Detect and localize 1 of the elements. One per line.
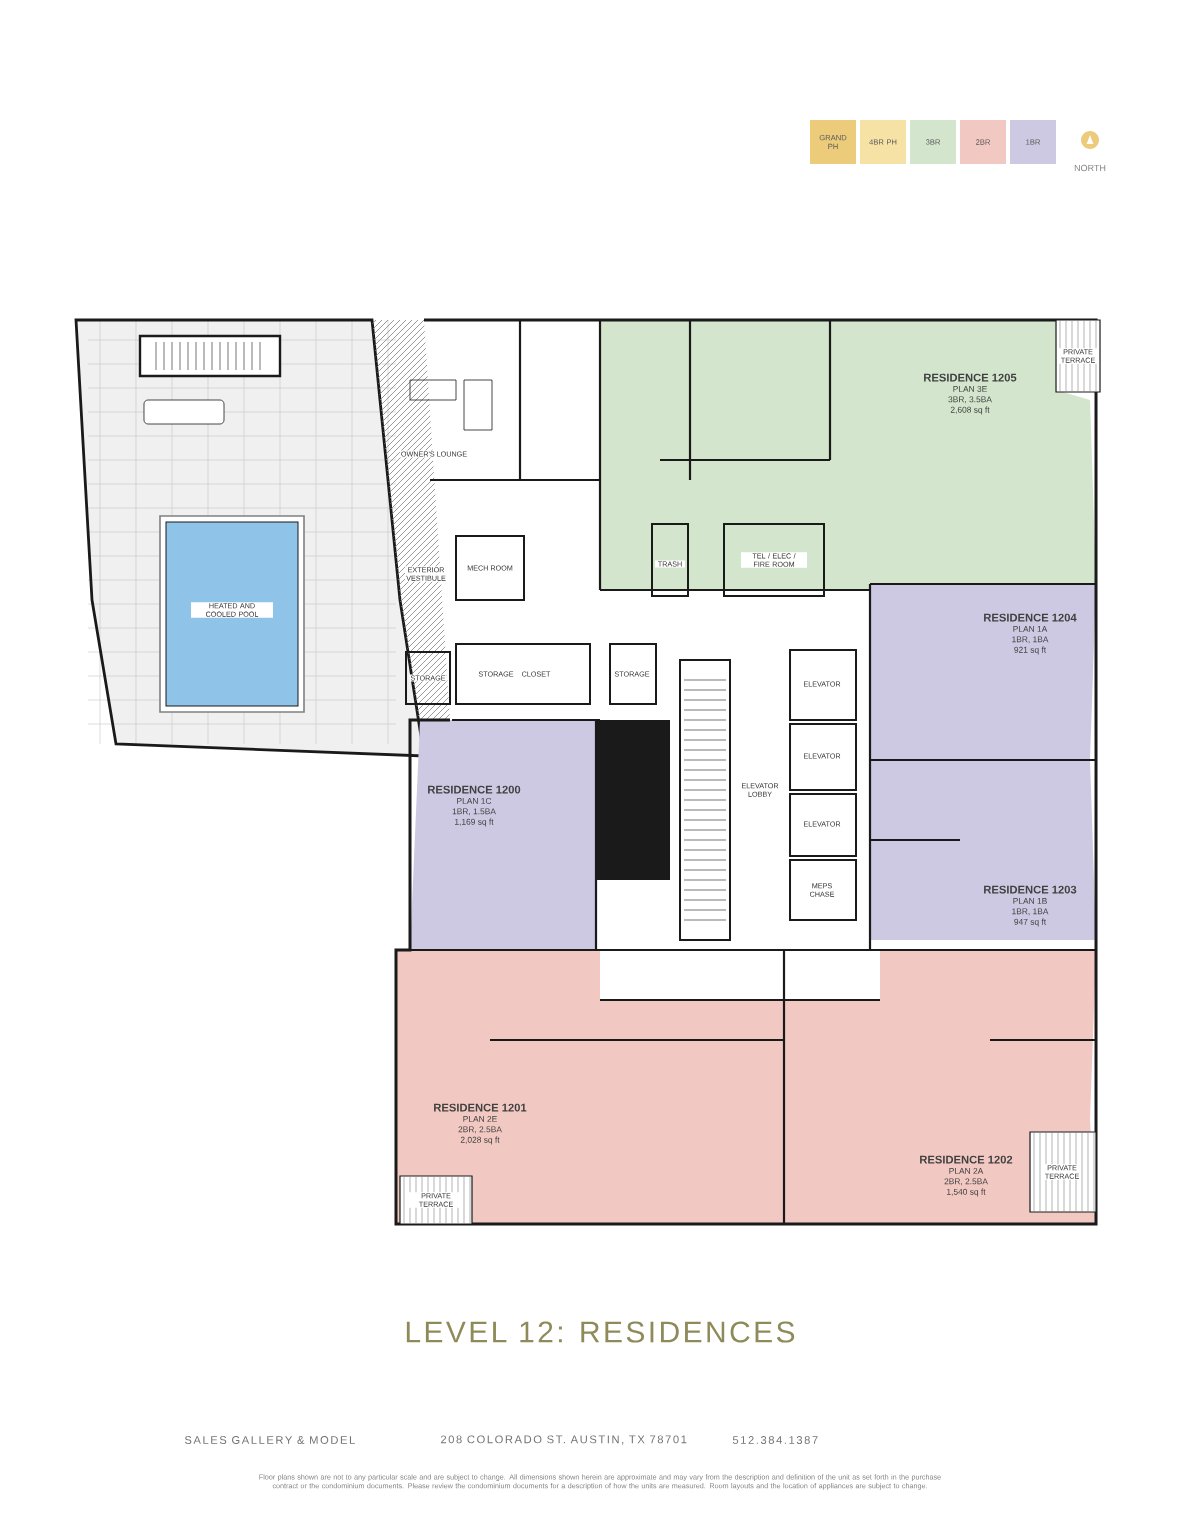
title: LEVEL 12: RESIDENCES bbox=[406, 1321, 795, 1343]
